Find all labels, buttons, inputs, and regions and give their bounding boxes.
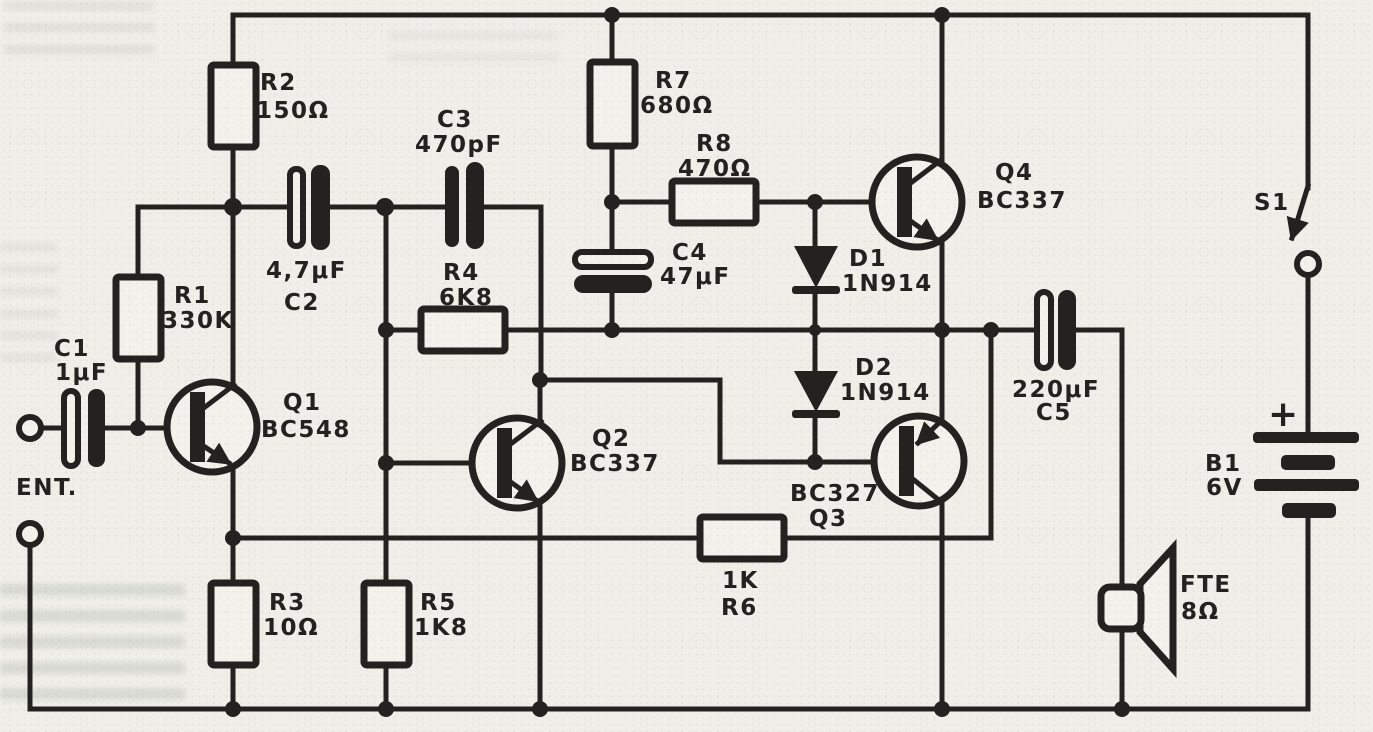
label-input: ENT. [16, 475, 78, 501]
diode-d1-symbol [792, 246, 840, 294]
label-r8-ref: R8 [696, 131, 733, 157]
label-r8-val: 470Ω [678, 156, 752, 182]
transistor-q2-symbol [468, 414, 566, 512]
label-r7-ref: R7 [655, 68, 692, 94]
label-q4-ref: Q4 [995, 160, 1034, 186]
label-b1-val: 6V [1206, 475, 1243, 501]
speaker-icon [1097, 539, 1177, 679]
label-c5-val: 220μF [1012, 377, 1100, 403]
label-fte-val: 8Ω [1181, 599, 1220, 625]
label-r1-val: 330K [162, 308, 234, 334]
label-c1-val: 1μF [55, 360, 108, 386]
label-q1-val: BC548 [261, 417, 351, 443]
labels: R2 150Ω C3 470pF R7 680Ω R8 470Ω Q4 BC33… [16, 68, 1300, 641]
resistor-r6-symbol [696, 513, 788, 563]
capacitor-c5-symbol [1034, 289, 1076, 371]
capacitor-c4-symbol [572, 249, 654, 293]
junction-dots [130, 7, 1130, 717]
input-terminal-top [16, 414, 44, 442]
label-d2-ref: D2 [855, 355, 893, 381]
label-r4-ref: R4 [443, 260, 480, 286]
label-c2-ref: C2 [284, 290, 320, 316]
wires [27, 12, 1311, 712]
resistor-r8-symbol [668, 177, 760, 227]
resistor-r4-symbol [417, 305, 509, 355]
label-r5-val: 1K8 [414, 615, 468, 641]
label-q4-val: BC337 [977, 188, 1067, 214]
resistor-r7-symbol [586, 58, 639, 150]
label-c4-ref: C4 [672, 240, 708, 266]
label-d2-val: 1N914 [840, 380, 931, 406]
label-r2-val: 150Ω [256, 98, 330, 124]
capacitor-c1-symbol [61, 388, 105, 469]
label-d1-val: 1N914 [842, 271, 933, 297]
label-c2-val: 4,7μF [266, 258, 347, 284]
resistor-r3-symbol [207, 579, 260, 669]
label-battery-plus: + [1268, 394, 1300, 435]
label-fte-ref: FTE [1180, 572, 1232, 598]
label-c3-ref: C3 [437, 107, 473, 133]
label-r4-val: 6K8 [439, 285, 493, 311]
transistor-q1-symbol [163, 378, 261, 476]
label-r3-val: 10Ω [263, 615, 319, 641]
resistor-r2-symbol [207, 61, 260, 151]
diode-d2-symbol [792, 371, 840, 418]
wire-feedback-r6 [230, 327, 994, 541]
input-terminal-bottom [16, 520, 44, 548]
label-c1-ref: C1 [54, 336, 90, 362]
label-r5-ref: R5 [420, 590, 457, 616]
transistor-q3-symbol [870, 412, 968, 510]
capacitor-c2-symbol [287, 165, 330, 250]
switch-s1-symbol [1286, 182, 1322, 278]
label-c3-val: 470pF [415, 132, 503, 158]
battery-b1-symbol [1253, 432, 1359, 518]
wire-output-line [383, 327, 1125, 712]
capacitor-c3-symbol [445, 162, 484, 249]
label-r3-ref: R3 [269, 590, 306, 616]
label-r2-ref: R2 [260, 70, 297, 96]
label-b1-ref: B1 [1205, 451, 1242, 477]
resistor-r1-symbol [112, 273, 165, 363]
label-q1-ref: Q1 [283, 390, 322, 416]
label-r6-val: 1K [722, 568, 759, 594]
label-q2-val: BC337 [570, 451, 660, 477]
label-s1-ref: S1 [1254, 190, 1290, 216]
label-c4-val: 47μF [660, 264, 731, 290]
label-r1-ref: R1 [174, 283, 211, 309]
resistor-r5-symbol [360, 579, 413, 669]
label-r7-val: 680Ω [640, 93, 714, 119]
label-q3-val: BC327 [790, 481, 880, 507]
label-r6-ref: R6 [721, 595, 758, 621]
label-d1-ref: D1 [849, 246, 887, 272]
label-q3-ref: Q3 [809, 506, 848, 532]
label-c5-ref: C5 [1036, 400, 1072, 426]
transistor-q4-symbol [868, 153, 966, 251]
label-q2-ref: Q2 [592, 426, 631, 452]
